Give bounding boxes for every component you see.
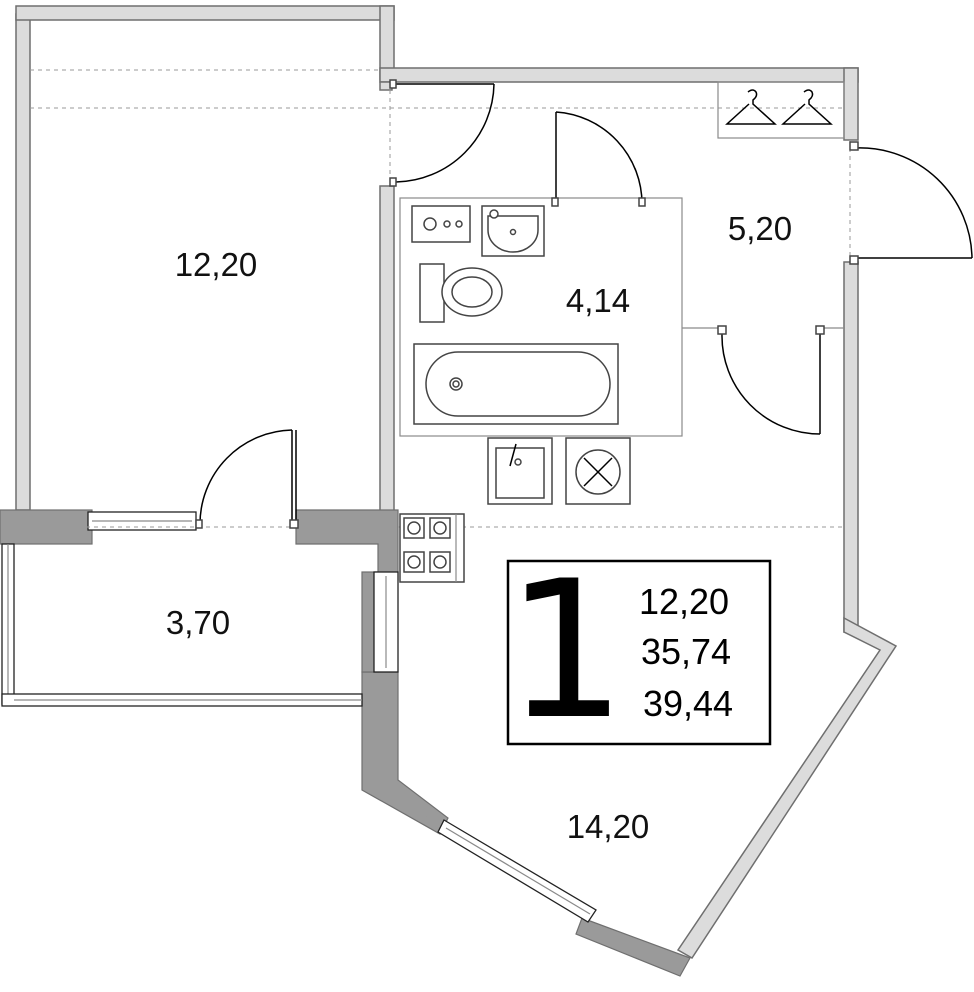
living-area-label: 14,20 — [567, 808, 650, 845]
windows — [87, 511, 597, 923]
total-with-balcony-value: 39,44 — [643, 683, 733, 724]
total-area-value: 35,74 — [641, 631, 731, 672]
dashed-lines — [30, 69, 851, 827]
bathroom-fixtures — [411, 205, 619, 425]
bathroom-area-label: 4,14 — [566, 282, 630, 319]
walls — [0, 5, 898, 977]
wardrobe — [717, 81, 845, 139]
burner-icon — [403, 551, 425, 573]
hanger-icon — [781, 89, 833, 125]
living-area-value: 12,20 — [639, 581, 729, 622]
balcony-area-label: 3,70 — [166, 604, 230, 641]
burner-icon — [429, 551, 451, 573]
hall-area-label: 5,20 — [728, 210, 792, 247]
burner-icon — [429, 517, 451, 539]
bedroom-area-label: 12,20 — [175, 246, 258, 283]
balcony-frame — [1, 543, 363, 707]
burner-icon — [403, 517, 425, 539]
rooms-count: 1 — [506, 540, 627, 761]
hanger-icon — [725, 89, 777, 125]
doors — [195, 79, 973, 529]
kitchen-fixtures — [399, 437, 631, 583]
info-box: 1 12,20 35,74 39,44 — [506, 540, 772, 761]
